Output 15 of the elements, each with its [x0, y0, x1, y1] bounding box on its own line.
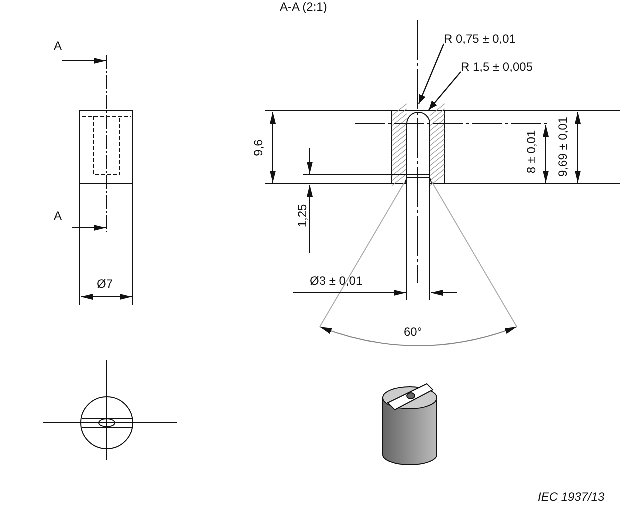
- dimension-value: 9,6: [252, 140, 264, 156]
- dimension-value: 60°: [404, 326, 422, 338]
- dimension-value: 8 ± 0,01: [526, 130, 538, 174]
- leader-line: [428, 72, 462, 110]
- dimension-value: Ø3 ± 0,01: [310, 275, 363, 287]
- dimension-value: 9,69 ± 0,01: [556, 117, 569, 177]
- view-title: A-A (2:1): [280, 0, 328, 14]
- radius-callout: R 1,5 ± 0,005: [461, 61, 533, 73]
- section-label: A: [54, 210, 62, 222]
- leader-line: [418, 44, 445, 104]
- radius-callout: R 0,75 ± 0,01: [444, 33, 516, 45]
- dimension-value: 1,25: [296, 204, 309, 228]
- dimension-value: Ø7: [97, 278, 114, 290]
- section-label: A: [54, 40, 62, 52]
- figure-reference: IEC 1937/13: [538, 491, 605, 503]
